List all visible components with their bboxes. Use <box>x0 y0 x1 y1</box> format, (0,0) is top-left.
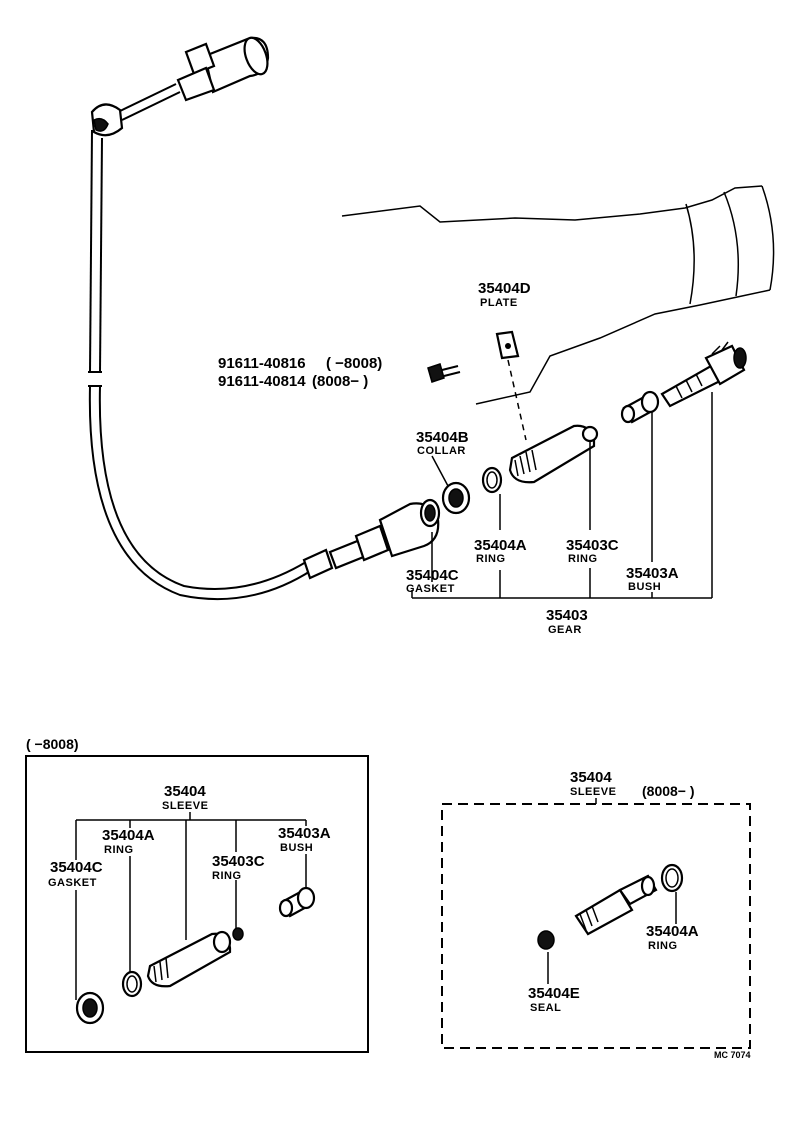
part-35404C-name: GASKET <box>406 583 455 595</box>
part-35403A-name: BUSH <box>628 581 661 593</box>
right-box-35404A-name: RING <box>648 940 678 952</box>
part-35404C-number: 35404C <box>406 567 459 584</box>
right-box-range: (8008− ) <box>642 783 695 799</box>
bolt-line2-number: 91611-40814 <box>218 373 306 390</box>
part-35403-number: 35403 <box>546 607 588 624</box>
left-box-35404C-number: 35404C <box>50 859 103 876</box>
collar-part <box>441 481 471 515</box>
left-box-leaders <box>75 812 307 1000</box>
bolt-line2-range: (8008− ) <box>312 373 368 390</box>
part-35403-name: GEAR <box>548 624 582 636</box>
left-box-35403C-number: 35403C <box>212 853 265 870</box>
right-box-sleeve-number: 35404 <box>570 769 612 786</box>
right-box-parts <box>537 863 684 950</box>
right-box-sleeve-name: SLEEVE <box>570 786 616 798</box>
left-box-35403C-name: RING <box>212 870 242 882</box>
sleeve-part <box>508 424 599 484</box>
left-box-parts <box>75 886 316 1025</box>
part-35404B-number: 35404B <box>416 429 469 446</box>
left-box-range: ( −8008) <box>26 736 79 752</box>
left-box-sleeve-number: 35404 <box>164 783 206 800</box>
transmission-case <box>341 185 775 405</box>
part-35404D-number: 35404D <box>478 280 531 297</box>
part-35404A-number: 35404A <box>474 537 527 554</box>
part-35404A-name: RING <box>476 553 506 565</box>
part-35403C-number: 35403C <box>566 537 619 554</box>
ring-part <box>481 466 503 494</box>
part-35404B-name: COLLAR <box>417 445 466 457</box>
right-box-35404A-number: 35404A <box>646 923 699 940</box>
bolt-line1-range: ( −8008) <box>326 355 382 372</box>
left-box-sleeve-name: SLEEVE <box>162 800 208 812</box>
right-box-35404E-name: SEAL <box>530 1002 561 1014</box>
leader-lines-top <box>411 392 713 599</box>
plate-part <box>495 330 527 441</box>
left-box-35404C-name: GASKET <box>48 877 97 889</box>
left-box-35404A-name: RING <box>104 844 134 856</box>
part-35404D-name: PLATE <box>480 297 518 309</box>
left-variant-box <box>25 755 369 1053</box>
right-box-leaders <box>547 798 677 984</box>
right-box-35404E-number: 35404E <box>528 985 580 1002</box>
bush-part <box>620 390 660 424</box>
bolt-line1-number: 91611-40816 <box>218 355 306 372</box>
left-box-35403A-number: 35403A <box>278 825 331 842</box>
left-box-35403A-name: BUSH <box>280 842 313 854</box>
gear-part <box>660 341 747 408</box>
left-box-35404A-number: 35404A <box>102 827 155 844</box>
speedometer-cable <box>88 36 441 601</box>
part-35403C-name: RING <box>568 553 598 565</box>
part-35403A-number: 35403A <box>626 565 679 582</box>
bolt-part <box>427 363 461 383</box>
diagram-code: MC 7074 <box>714 1050 751 1060</box>
